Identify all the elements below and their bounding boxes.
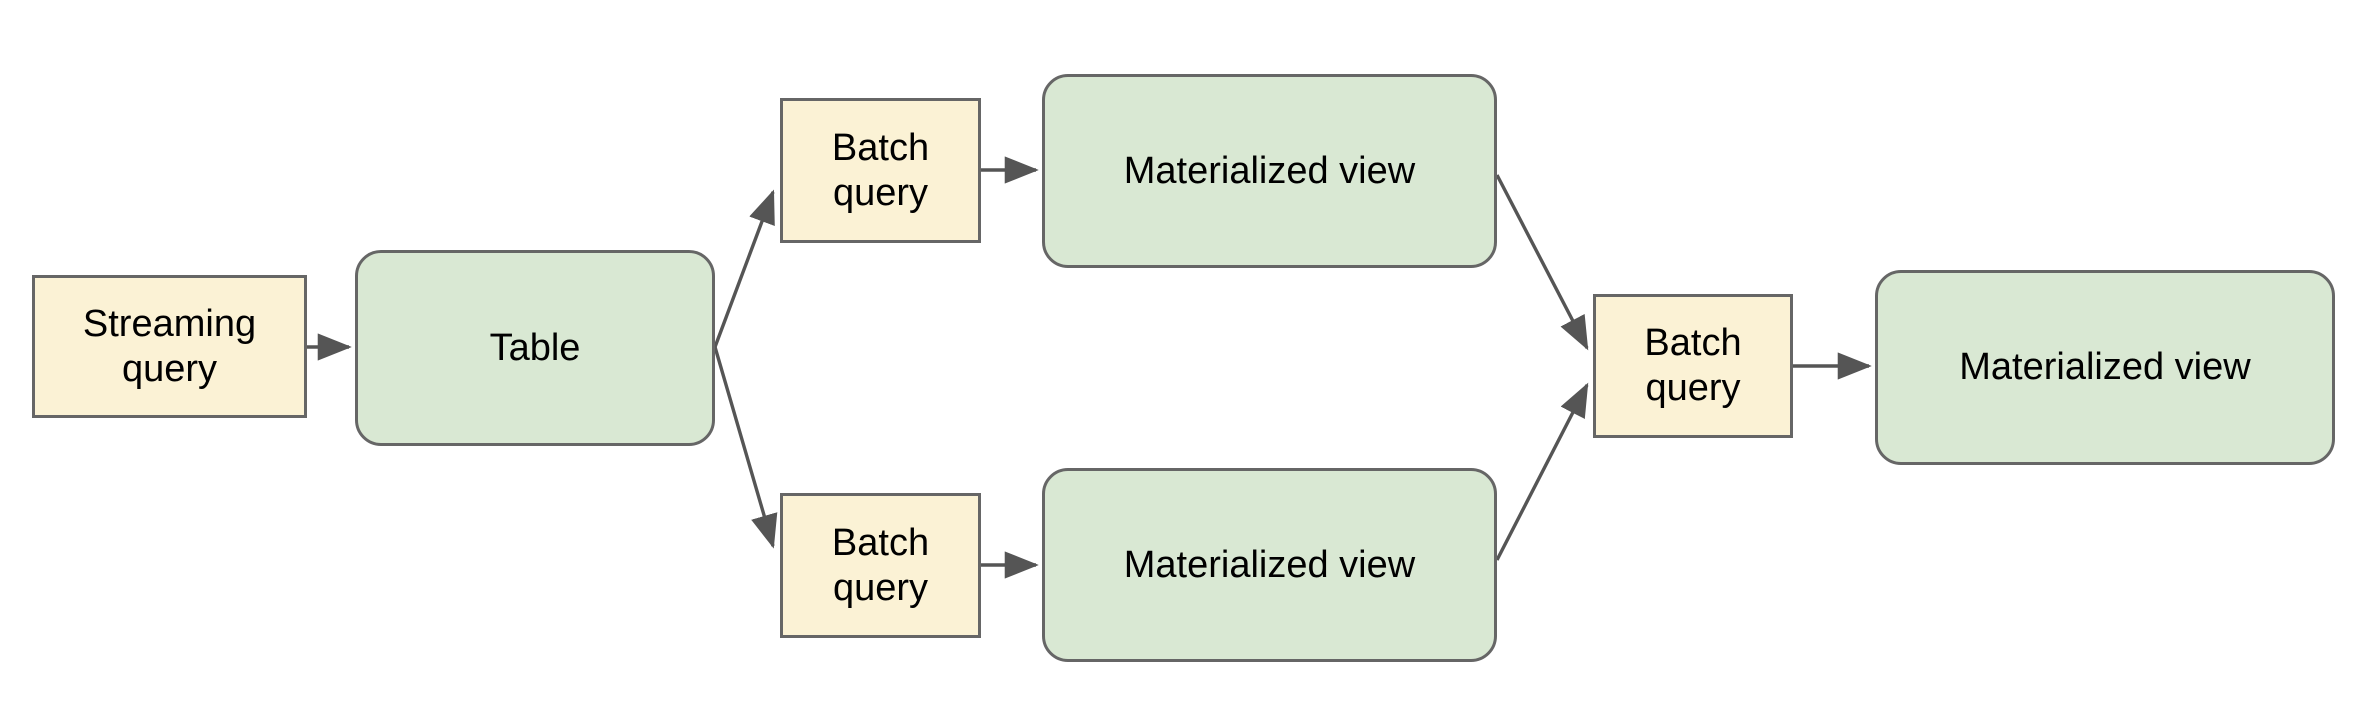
edge-table-to-batch-bottom — [713, 346, 778, 549]
node-materialized-view-top[interactable]: Materialized view — [1042, 74, 1497, 268]
node-streaming-query[interactable]: Streaming query — [32, 275, 307, 418]
node-table[interactable]: Table — [355, 250, 715, 446]
node-label-materialized-view-top: Materialized view — [1123, 149, 1416, 192]
node-materialized-view-bottom[interactable]: Materialized view — [1042, 468, 1497, 662]
node-materialized-view-final[interactable]: Materialized view — [1875, 270, 2335, 465]
node-label-table: Table — [489, 326, 581, 369]
node-label-materialized-view-final: Materialized view — [1959, 346, 2251, 389]
node-label-streaming-query: Streaming query — [82, 302, 257, 390]
node-label-batch-query-top: Batch query — [831, 126, 930, 214]
node-batch-query-top[interactable]: Batch query — [780, 98, 981, 243]
node-batch-query-final[interactable]: Batch query — [1593, 294, 1793, 438]
node-batch-query-bottom[interactable]: Batch query — [780, 493, 981, 638]
edge-mv-bot-to-batch-final — [1495, 382, 1589, 561]
edge-table-to-batch-top — [713, 189, 775, 348]
node-label-batch-query-bottom: Batch query — [831, 521, 930, 609]
edge-mv-top-to-batch-final — [1495, 174, 1589, 351]
node-label-batch-query-final: Batch query — [1644, 322, 1742, 409]
node-label-materialized-view-bottom: Materialized view — [1123, 543, 1416, 586]
